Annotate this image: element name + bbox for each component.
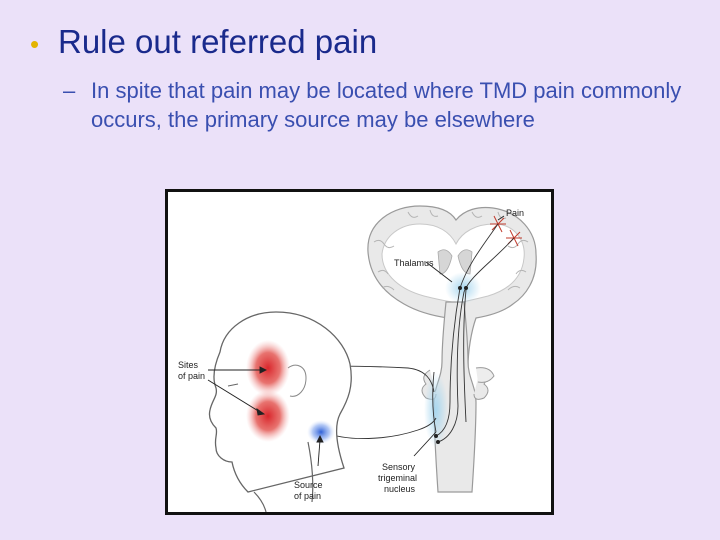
sites-of-pain-label-2: of pain [178, 371, 205, 381]
sensory-nucleus-label-2: trigeminal [378, 473, 417, 483]
pain-site-jaw [246, 390, 290, 442]
pain-source-spot [307, 420, 335, 444]
sites-of-pain-label-1: Sites [178, 360, 199, 370]
sensory-nucleus-label-1: Sensory [382, 462, 416, 472]
trigeminal-nucleus-highlight [424, 372, 448, 448]
bullet-icon: • [30, 29, 40, 59]
subpoint-row: – In spite that pain may be located wher… [63, 76, 693, 134]
source-of-pain-label-2: of pain [294, 491, 321, 501]
pain-site-temple [246, 340, 290, 396]
thalamus-highlight [445, 272, 481, 304]
sensory-nucleus-label-3: nucleus [384, 484, 416, 494]
thalamus-label: Thalamus [394, 258, 434, 268]
slide-title: Rule out referred pain [58, 23, 378, 60]
source-of-pain-label-1: Source [294, 480, 323, 490]
label-arrows [207, 215, 505, 467]
subpoint-text: In spite that pain may be located where … [91, 78, 682, 132]
pain-label: Pain [506, 208, 524, 218]
dash-bullet-icon: – [63, 78, 76, 103]
diagram-svg: Pain Thalamus Sites of pain Source of pa… [178, 205, 537, 512]
title-row: • Rule out referred pain [30, 20, 377, 64]
referred-pain-diagram: Pain Thalamus Sites of pain Source of pa… [165, 189, 554, 515]
